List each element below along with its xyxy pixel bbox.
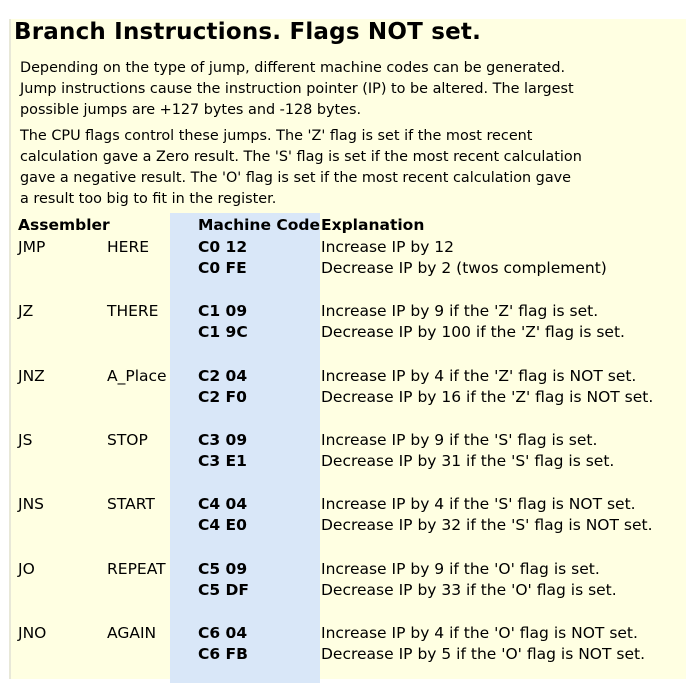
row-explanation: Decrease IP by 33 if the 'O' flag is set… (321, 581, 617, 599)
row-label: HERE (107, 238, 150, 256)
content-panel (9, 19, 686, 679)
row-machine-code: C1 9C (198, 323, 248, 341)
row-explanation: Increase IP by 12 (321, 238, 455, 256)
row-machine-code: C0 FE (198, 259, 247, 277)
paragraph-line: Depending on the type of jump, different… (20, 60, 566, 76)
row-label: THERE (107, 302, 159, 320)
row-mnemonic: JS (18, 431, 33, 449)
row-mnemonic: JNZ (18, 367, 45, 385)
header-explanation: Explanation (321, 216, 425, 234)
row-machine-code: C3 E1 (198, 452, 247, 470)
row-machine-code: C4 04 (198, 495, 248, 513)
paragraph-line: The CPU flags control these jumps. The '… (20, 128, 533, 144)
row-machine-code: C4 E0 (198, 516, 247, 534)
row-explanation: Increase IP by 4 if the 'O' flag is NOT … (321, 624, 638, 642)
row-machine-code: C5 DF (198, 581, 250, 599)
row-explanation: Decrease IP by 16 if the 'Z' flag is NOT… (321, 388, 654, 406)
intro-paragraph: Depending on the type of jump, different… (20, 58, 574, 121)
row-explanation: Increase IP by 4 if the 'Z' flag is NOT … (321, 367, 637, 385)
paragraph-line: a result too big to fit in the register. (20, 191, 277, 207)
row-label: A_Place (107, 367, 167, 385)
paragraph-line: possible jumps are +127 bytes and -128 b… (20, 102, 362, 118)
machine-code-column-highlight (170, 213, 320, 683)
row-mnemonic: JZ (18, 302, 34, 320)
row-explanation: Increase IP by 9 if the 'Z' flag is set. (321, 302, 599, 320)
paragraph-line: Jump instructions cause the instruction … (20, 81, 574, 97)
row-mnemonic: JMP (18, 238, 46, 256)
row-explanation: Decrease IP by 31 if the 'S' flag is set… (321, 452, 615, 470)
flags-paragraph: The CPU flags control these jumps. The '… (20, 126, 582, 210)
row-machine-code: C2 04 (198, 367, 248, 385)
header-machine-code: Machine Code (198, 216, 320, 234)
page-title: Branch Instructions. Flags NOT set. (14, 19, 482, 45)
row-mnemonic: JO (18, 560, 35, 578)
row-machine-code: C3 09 (198, 431, 248, 449)
paragraph-line: calculation gave a Zero result. The 'S' … (20, 149, 582, 165)
row-explanation: Decrease IP by 2 (twos complement) (321, 259, 607, 277)
paragraph-line: gave a negative result. The 'O' flag is … (20, 170, 572, 186)
row-explanation: Increase IP by 9 if the 'O' flag is set. (321, 560, 600, 578)
row-explanation: Decrease IP by 32 if the 'S' flag is NOT… (321, 516, 653, 534)
row-machine-code: C0 12 (198, 238, 248, 256)
row-mnemonic: JNO (18, 624, 47, 642)
row-machine-code: C1 09 (198, 302, 248, 320)
row-machine-code: C6 04 (198, 624, 248, 642)
row-label: STOP (107, 431, 148, 449)
row-machine-code: C5 09 (198, 560, 248, 578)
row-mnemonic: JNS (18, 495, 45, 513)
row-machine-code: C6 FB (198, 645, 248, 663)
row-explanation: Increase IP by 4 if the 'S' flag is NOT … (321, 495, 636, 513)
row-label: REPEAT (107, 560, 166, 578)
row-explanation: Decrease IP by 100 if the 'Z' flag is se… (321, 323, 625, 341)
row-label: AGAIN (107, 624, 157, 642)
header-assembler: Assembler (18, 216, 110, 234)
row-explanation: Decrease IP by 5 if the 'O' flag is NOT … (321, 645, 646, 663)
row-explanation: Increase IP by 9 if the 'S' flag is set. (321, 431, 598, 449)
row-machine-code: C2 F0 (198, 388, 247, 406)
row-label: START (107, 495, 155, 513)
